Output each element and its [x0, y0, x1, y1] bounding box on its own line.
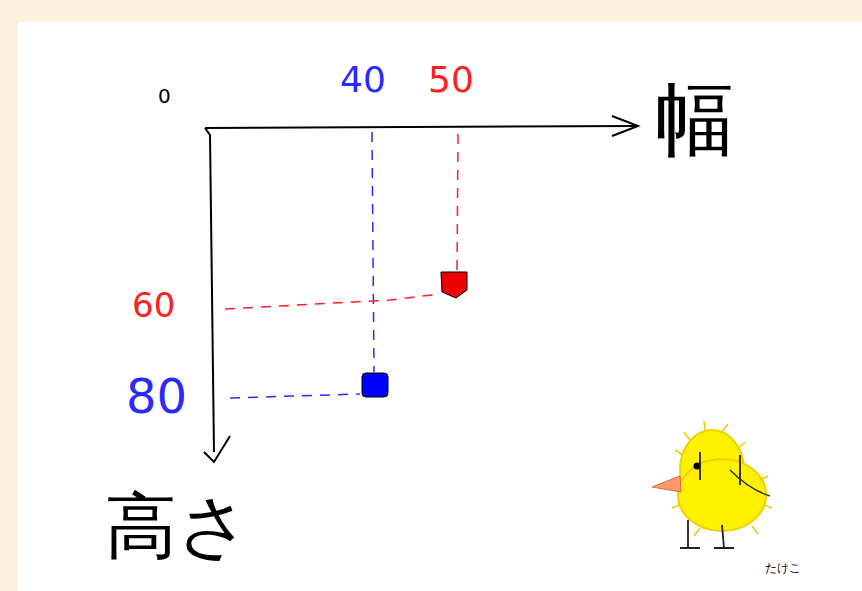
height-axis	[205, 128, 214, 452]
blue-point	[362, 373, 388, 397]
blue-guide	[372, 132, 374, 372]
width-arrow	[612, 116, 638, 136]
axes	[204, 116, 638, 462]
height-axis-label: 高さ	[105, 490, 251, 562]
blue-height-value: 80	[126, 372, 187, 420]
chick-beak	[652, 476, 681, 492]
blue-guide	[230, 394, 360, 398]
red-width-value: 50	[428, 62, 474, 98]
origin-label: 0	[158, 86, 171, 106]
paper	[18, 22, 862, 591]
red-point	[441, 272, 467, 298]
height-arrow	[204, 436, 230, 462]
red-height-value: 60	[132, 288, 175, 322]
red-guides	[225, 134, 458, 309]
chick-lines	[680, 452, 740, 548]
width-axis	[205, 126, 636, 128]
chick-fuzz	[672, 421, 772, 536]
blue-width-value: 40	[340, 62, 386, 98]
red-guide	[457, 134, 458, 272]
blue-guides	[230, 132, 374, 398]
chick-wing	[730, 470, 770, 496]
chick-illustration	[652, 421, 772, 548]
signature: たけこ	[765, 562, 801, 574]
chick-body	[678, 459, 766, 531]
red-guide	[225, 294, 440, 309]
width-axis-label: 幅	[655, 80, 735, 160]
